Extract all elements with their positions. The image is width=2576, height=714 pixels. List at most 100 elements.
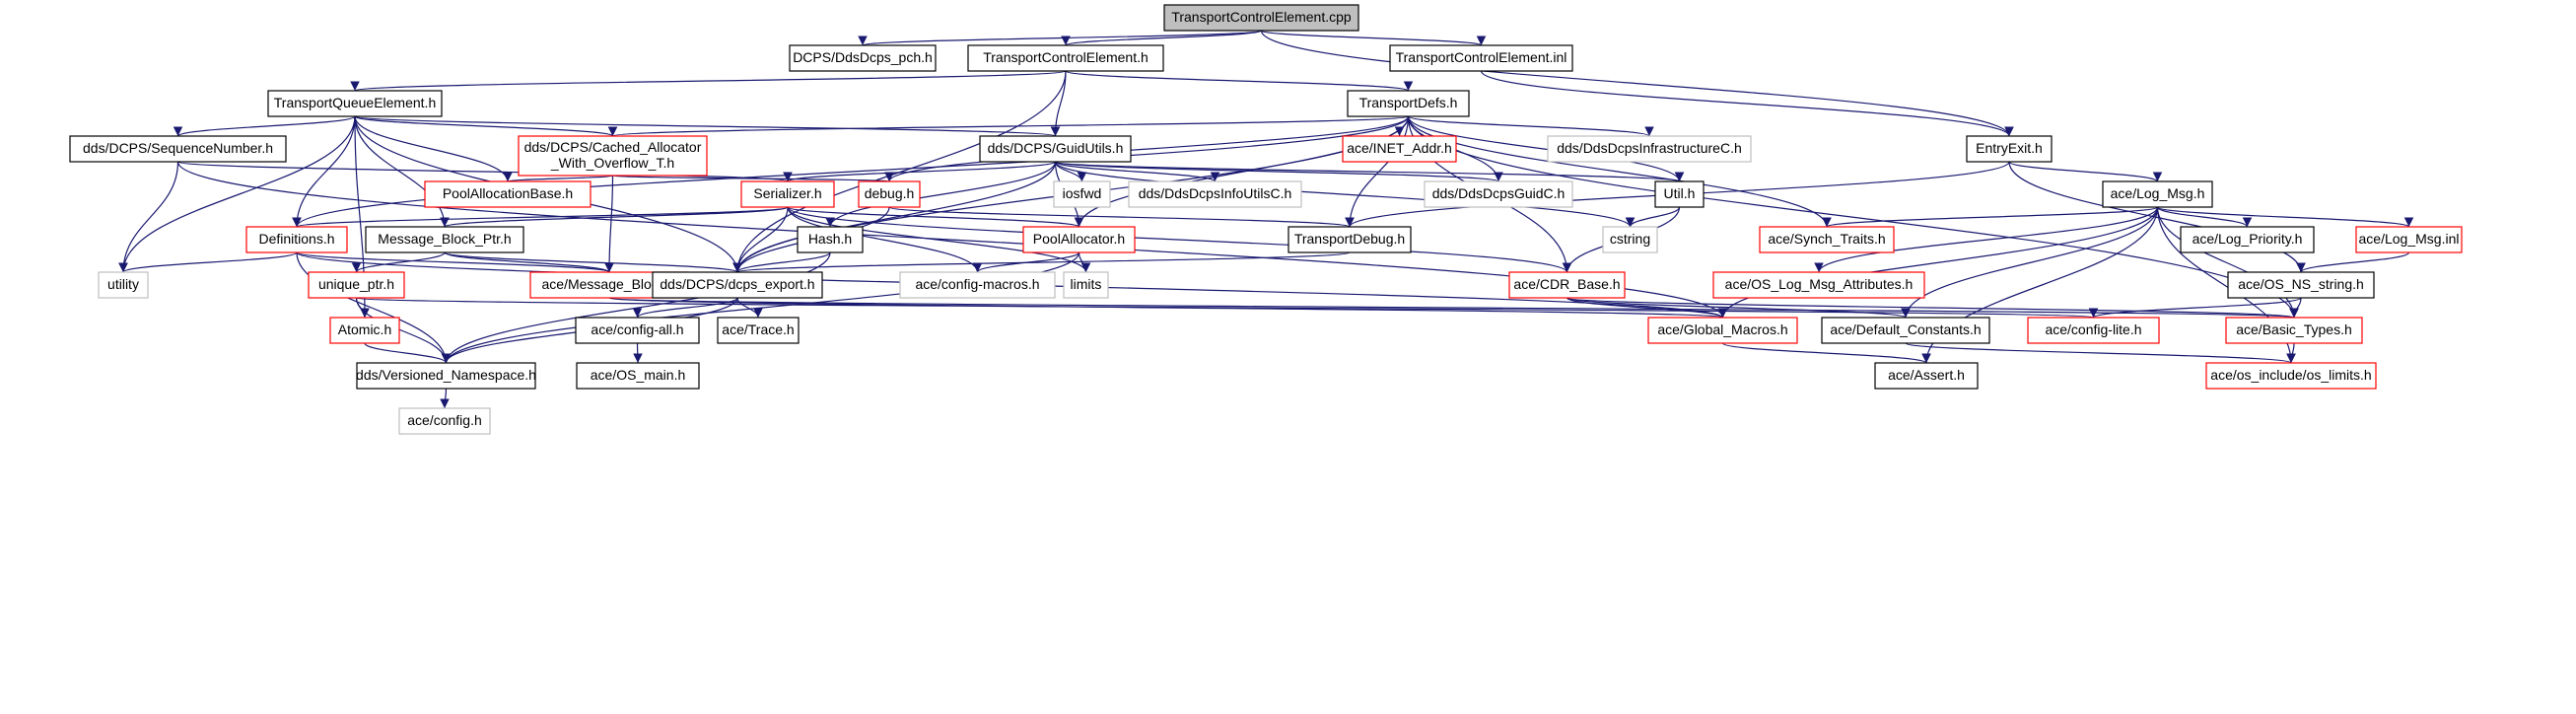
node-box	[740, 180, 835, 208]
node-inet[interactable]: ace/INET_Addr.h	[1342, 135, 1457, 163]
node-label: TransportControlElement.inl	[1396, 49, 1567, 65]
edge-logmsg-to-defconst	[1901, 206, 2159, 319]
node-infoutils: dds/DdsDcpsInfoUtilsC.h	[1128, 180, 1302, 208]
edge-debug-to-tdebug	[888, 206, 1355, 228]
node-logmsg[interactable]: ace/Log_Msg.h	[2102, 180, 2213, 208]
edge-logmsg-to-logprio	[2156, 206, 2253, 228]
node-tce_inl[interactable]: TransportControlElement.inl	[1389, 44, 1573, 72]
edge-serializer-to-cfgmacros	[787, 206, 983, 273]
node-assert[interactable]: ace/Assert.h	[1874, 362, 1979, 390]
node-label: EntryExit.h	[1976, 140, 2043, 156]
edge-logmsg-to-basictypes	[2156, 206, 2299, 319]
node-label: Hash.h	[808, 231, 852, 247]
node-box	[69, 135, 287, 163]
edge-tqe-to-mbptr	[354, 115, 450, 228]
node-box	[245, 226, 348, 253]
node-label: Definitions.h	[258, 231, 334, 247]
edge-serializer-to-poolalloc	[787, 206, 1083, 228]
node-box	[1874, 362, 1979, 390]
node-box	[575, 317, 700, 344]
node-synch[interactable]: ace/Synch_Traits.h	[1759, 226, 1895, 253]
node-tqe[interactable]: TransportQueueElement.h	[267, 90, 443, 117]
edge-acemb-to-basictypes	[608, 297, 2297, 319]
edge-mbptr-to-acemb	[444, 251, 614, 273]
node-pch[interactable]: DCPS/DdsDcps_pch.h	[789, 44, 937, 72]
node-oslogattr[interactable]: ace/OS_Log_Msg_Attributes.h	[1712, 271, 1925, 299]
edge-tqe-to-seqnum	[173, 115, 356, 137]
node-osmain[interactable]: ace/OS_main.h	[576, 362, 700, 390]
node-hash[interactable]: Hash.h	[797, 226, 864, 253]
node-box	[789, 44, 937, 72]
edge-tdefs-to-synch	[1407, 115, 1832, 228]
edge-cdrbase-to-defconst	[1566, 297, 1911, 319]
node-box	[2102, 180, 2213, 208]
node-label: ace/OS_NS_string.h	[2238, 276, 2364, 292]
node-uniqueptr[interactable]: unique_ptr.h	[308, 271, 405, 299]
edge-tdebug-to-export	[732, 251, 1351, 273]
node-label: ace/config-macros.h	[915, 276, 1039, 292]
node-box	[1654, 180, 1705, 208]
node-box	[365, 226, 524, 253]
node-tce_h[interactable]: TransportControlElement.h	[967, 44, 1164, 72]
node-iosfwd: iosfwd	[1053, 180, 1111, 208]
node-box	[652, 271, 823, 299]
node-globalmacros[interactable]: ace/Global_Macros.h	[1647, 317, 1798, 344]
node-tdebug[interactable]: TransportDebug.h	[1288, 226, 1412, 253]
node-basictypes[interactable]: ace/Basic_Types.h	[2225, 317, 2363, 344]
node-guidutils[interactable]: dds/DCPS/GuidUtils.h	[979, 135, 1132, 163]
node-util[interactable]: Util.h	[1654, 180, 1705, 208]
node-tdefs[interactable]: TransportDefs.h	[1347, 90, 1470, 117]
node-export[interactable]: dds/DCPS/dcps_export.h	[652, 271, 823, 299]
node-osns[interactable]: ace/OS_NS_string.h	[2227, 271, 2375, 299]
edge-util-to-cstring	[1625, 206, 1681, 228]
node-cached[interactable]: dds/DCPS/Cached_Allocator_With_Overflow_…	[518, 135, 708, 177]
node-seqnum[interactable]: dds/DCPS/SequenceNumber.h	[69, 135, 287, 163]
edge-tqe-to-definitions	[292, 115, 356, 228]
node-atomic[interactable]: Atomic.h	[329, 317, 400, 344]
node-versioned[interactable]: dds/Versioned_Namespace.h	[356, 362, 536, 390]
edge-guidutils-to-infoutils	[1054, 161, 1220, 182]
node-debug[interactable]: debug.h	[858, 180, 921, 208]
node-poolalloc[interactable]: PoolAllocator.h	[1022, 226, 1136, 253]
edge-atomic-to-versioned	[364, 342, 452, 364]
node-label: ace/Global_Macros.h	[1657, 321, 1787, 337]
node-label: utility	[107, 276, 139, 292]
node-box	[424, 180, 592, 208]
node-box	[1342, 135, 1457, 163]
node-label: ace/INET_Addr.h	[1347, 140, 1452, 156]
node-box	[576, 362, 700, 390]
node-label: ace/Message_Block.h	[542, 276, 677, 292]
node-logprio[interactable]: ace/Log_Priority.h	[2180, 226, 2315, 253]
node-box	[1128, 180, 1302, 208]
edge-guidutils-to-cstring	[1054, 161, 1636, 228]
node-box	[1389, 44, 1573, 72]
node-definitions[interactable]: Definitions.h	[245, 226, 348, 253]
node-logmsginl[interactable]: ace/Log_Msg.inl	[2355, 226, 2463, 253]
node-box	[1022, 226, 1136, 253]
node-cdrbase[interactable]: ace/CDR_Base.h	[1508, 271, 1626, 299]
node-label: ace/Assert.h	[1888, 367, 1965, 383]
node-serializer[interactable]: Serializer.h	[740, 180, 835, 208]
edge-cdrbase-to-basictypes	[1566, 297, 2298, 319]
node-label: ace/Default_Constants.h	[1830, 321, 1981, 337]
node-mbptr[interactable]: Message_Block_Ptr.h	[365, 226, 524, 253]
node-trace[interactable]: ace/Trace.h	[717, 317, 800, 344]
node-pab[interactable]: PoolAllocationBase.h	[424, 180, 592, 208]
edge-defconst-to-oslimits	[1905, 342, 2296, 364]
node-oslimits[interactable]: ace/os_include/os_limits.h	[2205, 362, 2377, 390]
edge-logmsg-to-logmsginl	[2156, 206, 2414, 228]
node-box	[2225, 317, 2363, 344]
node-cfglite[interactable]: ace/config-lite.h	[2027, 317, 2160, 344]
edge-logmsg-to-oslogattr	[1814, 206, 2159, 273]
node-label: _With_Overflow_T.h	[550, 155, 674, 171]
node-utility: utility	[98, 271, 149, 299]
node-entryexit[interactable]: EntryExit.h	[1966, 135, 2053, 163]
node-label: dds/DCPS/Cached_Allocator	[524, 139, 702, 155]
edge-guidutils-to-util	[1054, 161, 1684, 182]
edge-serializer-to-definitions	[292, 206, 789, 228]
node-cfgall[interactable]: ace/config-all.h	[575, 317, 700, 344]
node-label: unique_ptr.h	[318, 276, 394, 292]
node-defconst[interactable]: ace/Default_Constants.h	[1821, 317, 1990, 344]
node-box	[899, 271, 1056, 299]
